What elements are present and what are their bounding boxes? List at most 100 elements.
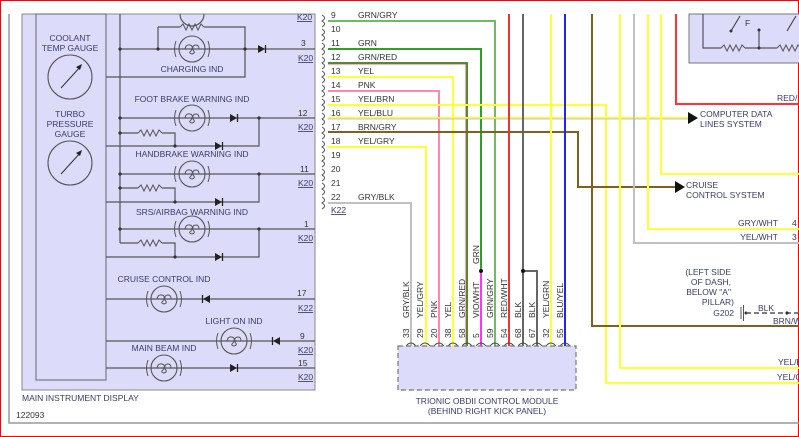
wires <box>328 14 799 384</box>
k22-label: K22 <box>331 205 346 215</box>
pin-number: 67 <box>527 328 537 338</box>
pin-number: 19 <box>331 150 341 160</box>
pin-number: 12 <box>298 108 308 118</box>
pin-number: 11 <box>300 164 309 174</box>
wire-label: BRN/W <box>773 316 799 326</box>
main-beam-indicator-circuit: MAIN BEAM IND 15 K20 <box>106 343 315 382</box>
connector-label: K20 <box>298 122 313 132</box>
module-pin: 5 VIO/WHT <box>471 282 487 347</box>
pin-number: 54 <box>499 328 509 338</box>
ground-name: G202 <box>713 308 734 318</box>
pin-number: 33 <box>401 328 411 338</box>
wire-label: YEL <box>443 302 453 318</box>
indicator-label: CRUISE CONTROL IND <box>118 274 211 284</box>
connector-label: K20 <box>298 372 313 382</box>
turbo-gauge-label: TURBO <box>55 109 85 119</box>
coolant-temp-gauge-icon <box>47 54 93 100</box>
wire-label: YEL/BRN <box>358 94 394 104</box>
wire-label: GRN <box>358 38 377 48</box>
light-on-indicator-circuit: LIGHT ON IND 9 K20 <box>106 316 315 355</box>
pin-number: 17 <box>297 288 307 298</box>
indicator-label: SRS/AIRBAG WARNING IND <box>136 207 248 217</box>
module-pin: 29 YEL/GRY <box>415 281 431 347</box>
cruise-control-destination: CRUISE CONTROL SYSTEM <box>675 180 765 200</box>
pin-number: 22 <box>331 192 341 202</box>
wire-label: YEL/C <box>777 372 799 382</box>
wire-label: BLK <box>527 302 537 318</box>
top-right-component: F <box>688 14 799 64</box>
pin-number: 3 <box>792 232 797 242</box>
pin-number: 32 <box>541 328 551 338</box>
diagram-id: 122093 <box>16 410 45 420</box>
wire-label: BLU/YEL <box>555 283 565 318</box>
handbrake-indicator-circuit: HANDBRAKE WARNING IND 11 K20 <box>106 149 315 207</box>
wire-label: VIO/WHT <box>471 282 481 318</box>
pin-number: 9 <box>331 10 336 20</box>
connector-pin: 19 <box>321 150 341 168</box>
svg-text:COMPUTER DATA: COMPUTER DATA <box>700 109 773 119</box>
svg-text:CONTROL SYSTEM: CONTROL SYSTEM <box>686 190 765 200</box>
connector-pin: 10 <box>321 24 341 42</box>
pin-number: 3 <box>301 38 306 48</box>
pin-number: 20 <box>429 328 439 338</box>
svg-text:PILLAR): PILLAR) <box>702 297 734 307</box>
ground-g202: (LEFT SIDE OF DASH, BELOW "A" PILLAR) G2… <box>685 267 799 321</box>
pin-number: 5 <box>471 333 481 338</box>
indicator-label: HANDBRAKE WARNING IND <box>135 149 248 159</box>
pin-number: 59 <box>485 328 495 338</box>
turbo-pressure-gauge-icon <box>47 140 93 186</box>
wire-label: GRY/WHT <box>738 218 778 228</box>
svg-text:LINES SYSTEM: LINES SYSTEM <box>700 119 762 129</box>
module-pin: 20 PNK <box>429 300 445 347</box>
pin-number: 58 <box>457 328 467 338</box>
connector-pin: 15 YEL/BRN <box>321 94 394 112</box>
splice-wire-label: GRN <box>471 245 481 264</box>
pin-number: 4 <box>792 218 797 228</box>
wire-label: GRN/GRY <box>485 278 495 318</box>
pin-number: 15 <box>331 94 341 104</box>
indicator-label: MAIN BEAM IND <box>132 343 197 353</box>
connector-label: K20 <box>298 345 313 355</box>
arrow-icon <box>688 112 698 124</box>
charging-indicator-circuit: CHARGING IND 3 K20 <box>106 23 315 78</box>
connector-label: K22 <box>298 303 313 313</box>
pin-number: 38 <box>443 328 453 338</box>
pin-number: 55 <box>555 328 565 338</box>
wire-label: YEL/GRN <box>541 281 551 318</box>
indicator-label: LIGHT ON IND <box>206 316 263 326</box>
connector-pin: 20 <box>321 164 341 182</box>
pin-number: 29 <box>415 328 425 338</box>
svg-text:OF DASH,: OF DASH, <box>691 277 731 287</box>
module-pin: 38 YEL <box>443 302 459 347</box>
pin-number: 21 <box>331 178 341 188</box>
frame-line <box>8 14 799 424</box>
instrument-display-title: MAIN INSTRUMENT DISPLAY <box>22 393 139 403</box>
turbo-gauge-label: GAUGE <box>55 129 86 139</box>
gauge-column <box>35 13 107 381</box>
pin-number: 10 <box>331 24 341 34</box>
turbo-gauge-label: PRESSURE <box>47 119 94 129</box>
wire-label: YEL/GRY <box>415 281 425 318</box>
connector-pin: 21 <box>321 178 341 196</box>
control-module-box <box>397 345 577 391</box>
module-pin: 32 YEL/GRN <box>541 281 557 347</box>
connector-label: K20 <box>297 12 312 22</box>
svg-text:CRUISE: CRUISE <box>686 180 718 190</box>
wire-label: RED/WHT <box>499 278 509 318</box>
wire-label: YEL <box>358 66 374 76</box>
srs-airbag-indicator-circuit: SRS/AIRBAG WARNING IND 1 K20 <box>106 207 315 262</box>
wire-label: GRN/GRY <box>358 10 398 20</box>
wire-label: PNK <box>429 300 439 318</box>
